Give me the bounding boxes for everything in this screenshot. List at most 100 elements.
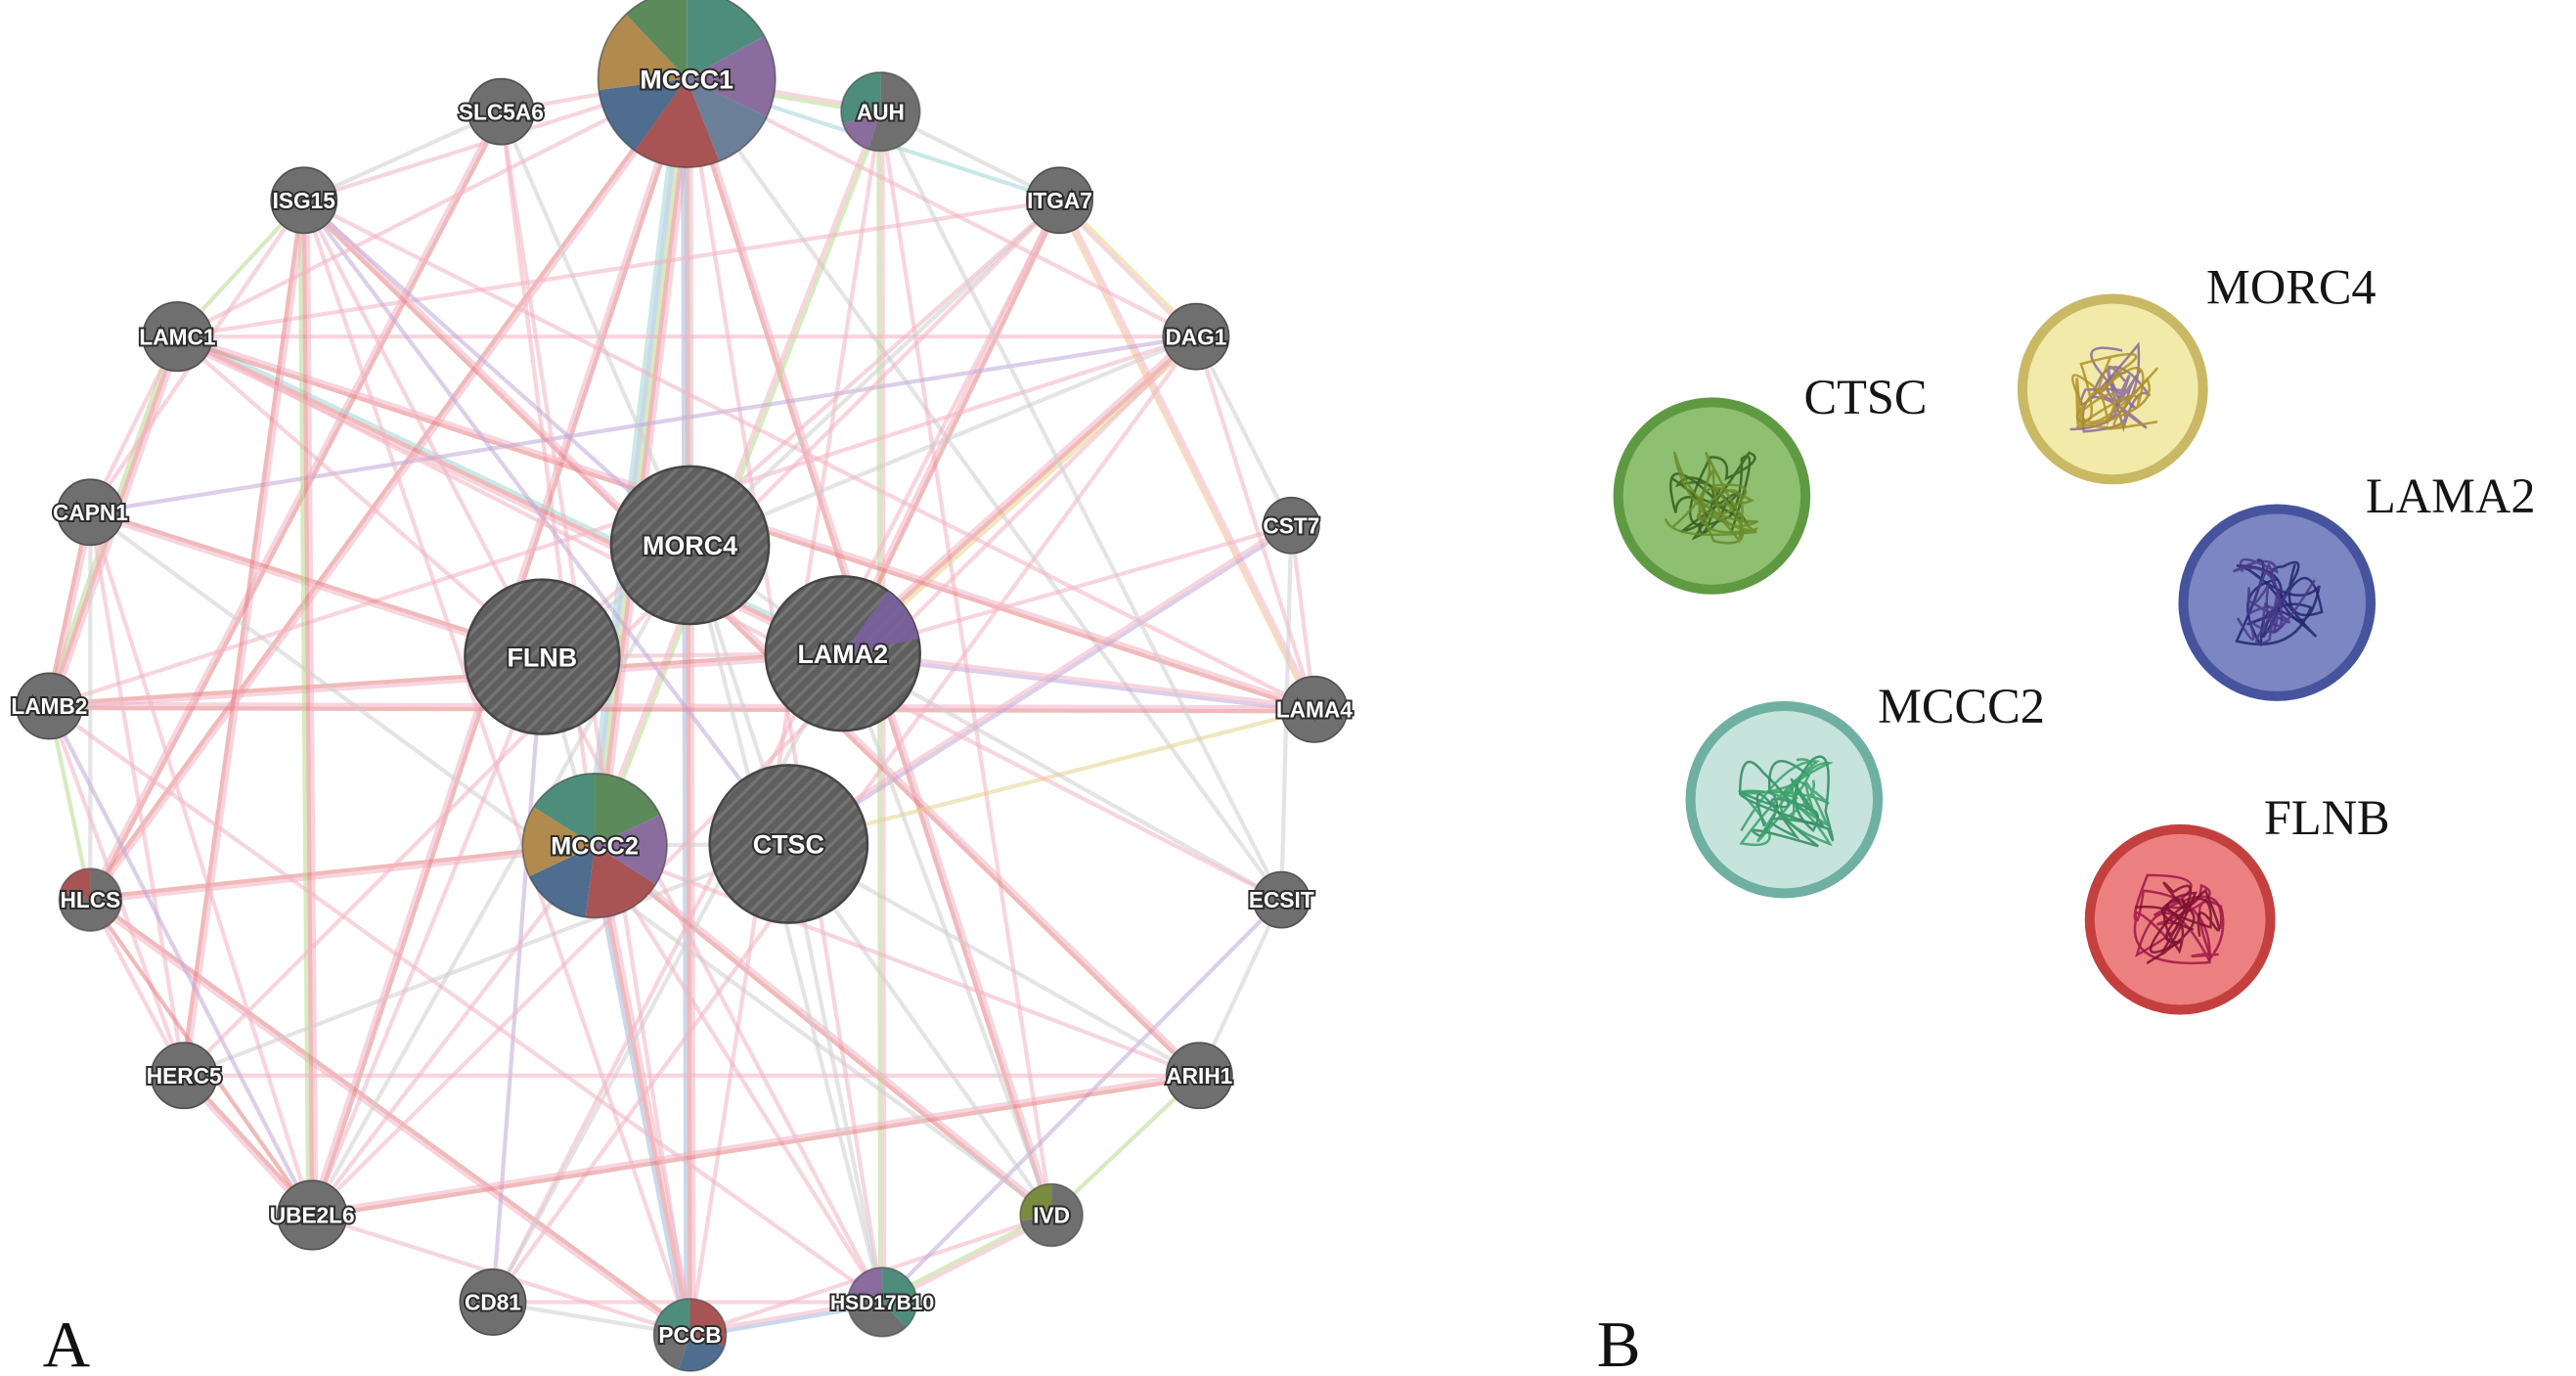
- edge-LAMC1-ECSIT: [175, 334, 1284, 903]
- node-label-ECSIT: ECSIT: [1249, 887, 1314, 912]
- node-label-LAMC1: LAMC1: [139, 324, 215, 349]
- edge-HLCS-SLC5A6: [86, 109, 502, 902]
- node-LAMC1: LAMC1: [137, 301, 217, 373]
- protein-label-MORC4: MORC4: [2206, 260, 2376, 315]
- edge-LAMA4-ITGA7: [1059, 197, 1318, 711]
- node-HLCS: HLCS: [59, 867, 122, 932]
- edge-MCCC1-MCCC2: [600, 77, 697, 849]
- node-label-AUH: AUH: [857, 99, 905, 124]
- node-label-HLCS: HLCS: [61, 887, 121, 912]
- protein-label-MCCC2: MCCC2: [1878, 679, 2045, 733]
- node-label-FLNB: FLNB: [508, 643, 578, 672]
- edge-LAMA2-LAMB2: [47, 653, 845, 711]
- protein-structure-FLNB: [2149, 888, 2221, 954]
- edge-LAMA2-ECSIT: [840, 651, 1284, 903]
- edge-ISG15-FLNB: [301, 198, 545, 659]
- node-FLNB: FLNB: [464, 578, 621, 735]
- edge-UBE2L6-FLNB: [310, 654, 545, 1218]
- edge-FLNB-CD81: [490, 654, 545, 1305]
- protein-structure-CTSC: [1664, 451, 1759, 537]
- node-AUH: AUH: [840, 71, 921, 153]
- protein-structure-FLNB: [2133, 873, 2223, 965]
- protein-structure-MORC4: [2070, 367, 2158, 430]
- edge-LAMA2-ITGA7: [842, 199, 1064, 657]
- node-label-SLC5A6: SLC5A6: [459, 99, 544, 124]
- edge-AUH-IVD: [878, 110, 1054, 1218]
- node-LAMA4: LAMA4: [1274, 675, 1355, 743]
- edge-CTSC-CST7: [787, 524, 1295, 848]
- edge-MORC4-UBE2L6: [310, 543, 692, 1218]
- edge-MCCC2-AUH: [591, 109, 881, 848]
- edge-ISG15-UBE2L6: [297, 198, 311, 1218]
- edge-LAMA4-DAG1: [1193, 334, 1316, 712]
- edge-LAMB2-HSD17B10: [47, 703, 885, 1305]
- network-edges: [43, 74, 1318, 1340]
- edge-MCCC2-IVD: [591, 845, 1052, 1220]
- node-HSD17B10: HSD17B10: [828, 1266, 936, 1338]
- edge-LAMB2-UBE2L6: [47, 703, 315, 1218]
- edge-LAMA2-LAMA4: [840, 653, 1316, 714]
- edge-ISG15-ARIH1: [303, 197, 1203, 1077]
- edge-PCCB-HLCS: [89, 896, 693, 1336]
- edge-LAMC1-ITGA7: [175, 198, 1062, 339]
- node-DAG1: DAG1: [1162, 302, 1230, 371]
- protein-label-CTSC: CTSC: [1803, 370, 1927, 424]
- node-label-HSD17B10: HSD17B10: [830, 1292, 934, 1314]
- edge-MCCC2-PCCB: [589, 844, 688, 1338]
- panel-b-label: B: [1597, 1308, 1641, 1376]
- node-ITGA7: ITGA7: [1025, 166, 1094, 235]
- edge-FLNB-HSD17B10: [540, 654, 885, 1305]
- edge-UBE2L6-MCCC2: [310, 843, 598, 1218]
- edge-ECSIT-HSD17B10: [879, 897, 1284, 1305]
- node-MCCC2: MCCC2: [521, 772, 668, 919]
- node-label-MCCC2: MCCC2: [551, 833, 639, 861]
- edge-CD81-LAMA2: [490, 651, 845, 1305]
- node-ECSIT: ECSIT: [1247, 870, 1316, 929]
- node-label-LAMB2: LAMB2: [11, 693, 87, 719]
- edge-MORC4-DAG1: [688, 334, 1199, 548]
- edge-MCCC1-LAMC1: [175, 76, 689, 339]
- edge-LAMA2-LAMB2: [47, 649, 845, 707]
- protein-MORC4: MORC4: [2017, 260, 2376, 485]
- panel-a-label: A: [43, 1308, 91, 1376]
- edge-UBE2L6-ARIH1: [309, 1071, 1202, 1216]
- protein-structure-LAMA2: [2235, 558, 2321, 645]
- node-UBE2L6: UBE2L6: [268, 1179, 357, 1251]
- edge-HLCS-SLC5A6: [90, 111, 506, 904]
- protein-MCCC2: MCCC2: [1685, 679, 2045, 899]
- edge-ISG15-UBE2L6: [301, 198, 315, 1218]
- node-label-IVD: IVD: [1033, 1203, 1070, 1228]
- edge-FLNB-CAPN1: [88, 508, 546, 657]
- node-MORC4: MORC4: [609, 465, 771, 626]
- protein-FLNB: FLNB: [2084, 790, 2390, 1015]
- edge-MCCC1-HLCS: [86, 75, 688, 902]
- protein-label-FLNB: FLNB: [2264, 790, 2390, 845]
- node-label-MORC4: MORC4: [643, 531, 737, 560]
- edge-ISG15-HERC5: [180, 198, 304, 1078]
- edge-AUH-ECSIT: [878, 110, 1284, 903]
- node-label-CD81: CD81: [465, 1290, 521, 1315]
- edge-MCCC2-HLCS: [88, 841, 597, 901]
- protein-structure-MORC4: [2075, 352, 2159, 426]
- edge-MCCC1-MCCC2: [597, 76, 693, 849]
- edge-MCCC1-ECSIT: [685, 76, 1284, 903]
- node-label-UBE2L6: UBE2L6: [270, 1203, 355, 1228]
- edge-ISG15-UBE2L6: [305, 198, 319, 1218]
- node-CST7: CST7: [1261, 496, 1321, 555]
- edge-CTSC-CST7: [785, 521, 1293, 845]
- edge-MCCC1-MCCC2: [584, 75, 682, 847]
- edge-CTSC-ISG15: [301, 198, 791, 847]
- protein-structure-MCCC2: [1737, 758, 1834, 847]
- edge-LAMA2-DAG1: [840, 334, 1199, 656]
- node-label-DAG1: DAG1: [1165, 324, 1226, 349]
- node-CD81: CD81: [459, 1268, 527, 1336]
- node-label-LAMA4: LAMA4: [1276, 696, 1353, 722]
- node-LAMA2: LAMA2: [764, 575, 921, 732]
- edge-ISG15-LAMA4: [301, 198, 1316, 712]
- edge-LAMA2-LAMA4: [840, 649, 1317, 710]
- edge-MORC4-ISG15: [301, 198, 692, 548]
- edge-FLNB-LAMC1: [175, 334, 545, 659]
